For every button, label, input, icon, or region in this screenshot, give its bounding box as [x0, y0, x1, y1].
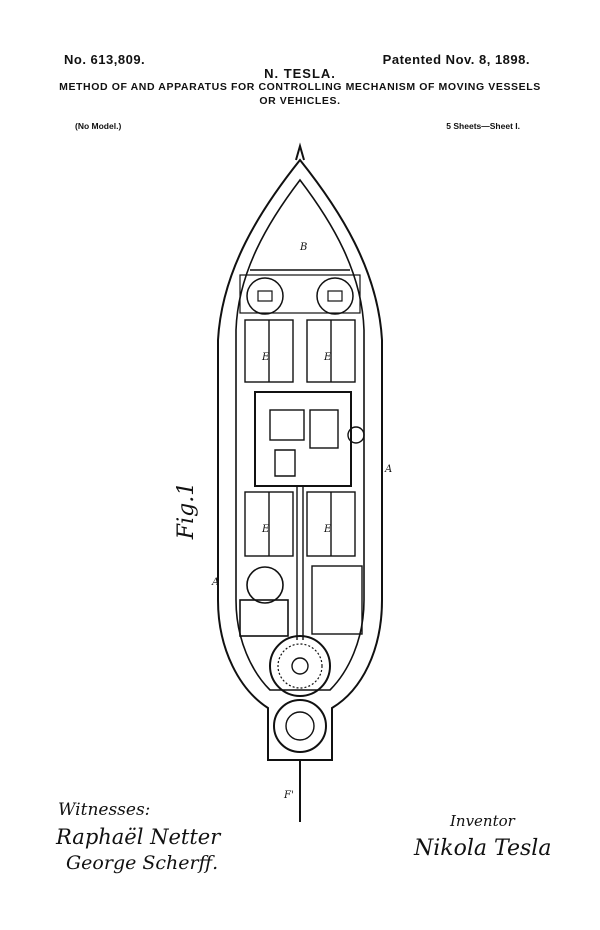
- witness-signature-1: Raphaël Netter: [56, 825, 221, 849]
- battery-upper: [244, 319, 356, 383]
- motor: [246, 566, 284, 604]
- ref-e-3: E: [261, 524, 270, 535]
- ref-a-right: A: [384, 464, 392, 475]
- patent-title-line-1: METHOD OF AND APPARATUS FOR CONTROLLING …: [59, 81, 541, 93]
- witness-signature-2: George Scherff.: [66, 852, 219, 874]
- distributor-panel: [311, 565, 363, 635]
- patent-date: Patented Nov. 8, 1898.: [382, 52, 530, 67]
- bow-spike: [295, 142, 305, 161]
- model-note: (No Model.): [75, 121, 122, 131]
- ref-e-1: E: [261, 352, 270, 363]
- relay: [269, 409, 305, 441]
- ref-b: B: [299, 242, 307, 253]
- figure-label: Fig.1: [174, 481, 200, 540]
- ref-a-left: A: [211, 577, 219, 588]
- inventor-name: N. TESLA.: [264, 66, 336, 81]
- sheet-note: 5 Sheets—Sheet I.: [446, 121, 520, 131]
- inner-hull: [235, 178, 365, 691]
- inventor-signature: Nikola Tesla: [414, 836, 552, 861]
- gear-wheel: [269, 635, 331, 697]
- ref-e-2: E: [323, 352, 332, 363]
- lamp-left: [246, 277, 284, 315]
- ref-e-4: E: [323, 524, 332, 535]
- patent-title-line-2: OR VEHICLES.: [259, 95, 341, 107]
- ref-f1: F': [283, 790, 294, 801]
- inventor-label: Inventor: [450, 812, 515, 830]
- patent-number: No. 613,809.: [64, 52, 146, 67]
- lamp-right: [316, 277, 354, 315]
- battery-lower: [244, 491, 356, 557]
- propeller: [273, 699, 327, 753]
- witnesses-label: Witnesses:: [58, 800, 151, 820]
